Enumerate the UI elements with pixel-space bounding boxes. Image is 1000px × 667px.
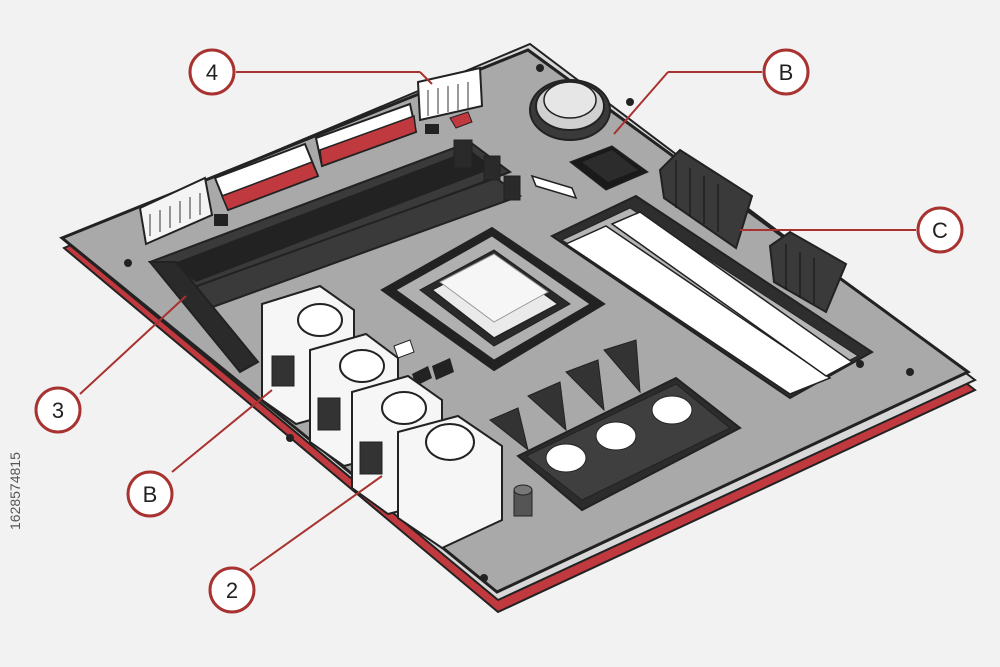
vrm-heatsink (489, 339, 742, 512)
usb-port-1 (271, 355, 295, 387)
memory-slots (549, 194, 874, 400)
callout-2: 2 (208, 566, 256, 614)
io-port-header (416, 66, 484, 122)
callout-b-top: B (762, 48, 810, 96)
callout-b-bottom-label: B (143, 482, 158, 507)
sata-connector-upper (658, 148, 754, 250)
cmos-battery (529, 79, 611, 141)
callout-leaders (79, 71, 916, 571)
ram-stick-1 (564, 225, 832, 395)
pcie-x16-slot (147, 261, 260, 374)
leader-3 (79, 295, 187, 395)
leader-4b (419, 71, 433, 85)
front-panel-header (530, 174, 578, 200)
callout-c: C (916, 206, 964, 254)
leader-2 (249, 475, 383, 571)
leader-b-top-b (613, 71, 669, 135)
sata-connector-lower (768, 230, 848, 314)
callout-b-top-label: B (779, 60, 794, 85)
stock-id-text: 1628574815 (7, 452, 23, 530)
chipset-chip (568, 145, 650, 191)
pcie-slots (147, 139, 523, 374)
capacitor (513, 484, 533, 517)
sata-connectors (658, 148, 848, 314)
callouts: 4 B C 3 B 2 (34, 48, 964, 614)
callout-b-bottom: B (126, 470, 174, 518)
callout-3: 3 (34, 386, 82, 434)
rear-io-connectors (138, 66, 484, 246)
small-components (393, 339, 454, 386)
callout-2-label: 2 (226, 578, 238, 603)
mounting-holes (124, 64, 914, 582)
io-port-vga (138, 176, 214, 246)
cpu-socket (380, 226, 606, 372)
usb-port-3 (359, 441, 383, 475)
ram-stick-2 (610, 211, 854, 377)
callout-4: 4 (188, 48, 236, 96)
ethernet-port (397, 414, 503, 550)
callout-3-label: 3 (52, 398, 64, 423)
callout-4-label: 4 (206, 60, 218, 85)
usb-port-2 (317, 397, 341, 431)
leader-b-bottom (171, 389, 273, 473)
callout-c-label: C (932, 218, 948, 243)
io-stack (261, 284, 503, 550)
